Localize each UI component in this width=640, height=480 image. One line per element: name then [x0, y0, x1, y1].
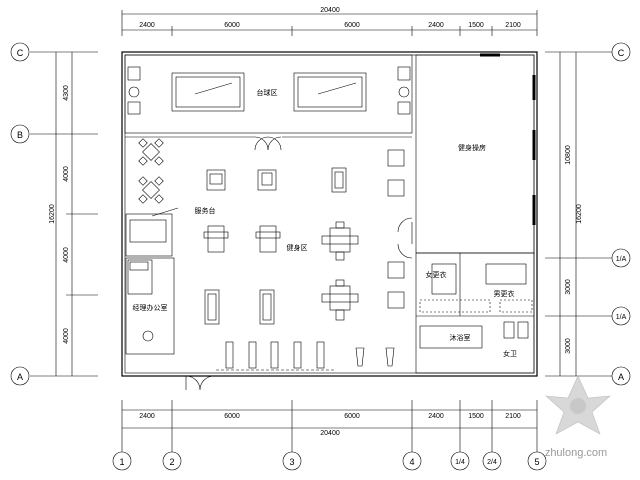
office-room [125, 257, 175, 355]
reception-label: 服务台 [195, 206, 216, 215]
watermark-text: zhulong.com [545, 447, 607, 459]
top-dim-6: 2100 [505, 22, 521, 29]
billiards-room [124, 54, 413, 138]
axis-bubble-a-right: A [618, 372, 624, 382]
axis-bubble-a-left: A [17, 372, 23, 382]
locker-block [415, 252, 535, 374]
bottom-dim-3: 6000 [344, 413, 360, 420]
zhulong-logo [545, 375, 611, 435]
axis-bubble-1-4: 1/4 [455, 459, 465, 466]
axis-bubble-c-right: C [618, 48, 625, 58]
shower-label: 沐浴室 [450, 333, 471, 342]
right-total-dim: 16200 [576, 204, 583, 224]
axis-bubble-1a-right-2: 1/A [616, 314, 627, 321]
female-wc-label: 女卫 [503, 349, 517, 358]
right-dimension-lines [545, 51, 612, 377]
axis-bubble-1: 1 [119, 457, 124, 467]
bottom-axis-bubbles [112, 451, 547, 471]
axis-bubble-c-left: C [17, 48, 24, 58]
axis-bubble-b-left: B [17, 130, 23, 140]
billiards-door-2 [267, 136, 282, 151]
top-dim-5: 1500 [468, 22, 484, 29]
bottom-dimension-lines [121, 400, 538, 452]
left-dim-2: 4000 [63, 166, 70, 182]
female-locker-label: 女更衣 [426, 270, 447, 279]
bottom-dim-4: 2400 [428, 413, 444, 420]
fitness-label: 健身区 [287, 243, 308, 252]
left-axis-bubbles [10, 42, 30, 386]
bottom-dim-2: 6000 [224, 413, 240, 420]
bottom-dim-6: 2100 [505, 413, 521, 420]
aerobics-room [415, 53, 536, 254]
axis-bubble-2: 2 [169, 457, 174, 467]
right-dim-2: 3000 [565, 279, 572, 295]
bottom-dim-1: 2400 [139, 413, 155, 420]
left-dim-4: 4000 [63, 328, 70, 344]
axis-bubble-2-4: 2/4 [487, 459, 497, 466]
billiards-label: 台球区 [257, 88, 278, 97]
fitness-area [138, 138, 405, 371]
reception-area [125, 207, 179, 257]
aerobics-label: 健身操房 [458, 143, 486, 152]
right-axis-bubbles [611, 42, 631, 386]
billiards-door [254, 136, 269, 151]
top-dim-3: 6000 [344, 22, 360, 29]
top-dim-4: 2400 [428, 22, 444, 29]
left-dim-1: 4300 [63, 85, 70, 101]
bottom-total-dim: 20400 [320, 430, 340, 437]
table-set-1 [138, 138, 164, 166]
left-total-dim: 16200 [49, 204, 56, 224]
left-dim-3: 4000 [63, 247, 70, 263]
bottom-dim-5: 1500 [468, 413, 484, 420]
top-dimension-lines [121, 10, 538, 36]
main-entrance-door [185, 375, 215, 391]
left-dimension-lines [30, 51, 98, 377]
axis-bubble-4: 4 [409, 457, 414, 467]
axis-bubble-1a-right: 1/A [616, 256, 627, 263]
axis-bubble-5: 5 [534, 457, 539, 467]
aerobics-door [397, 217, 413, 244]
male-locker-label: 男更衣 [494, 289, 515, 298]
right-dim-3: 3000 [565, 338, 572, 354]
office-label: 经理办公室 [133, 303, 168, 312]
table-set-2 [138, 176, 164, 204]
right-dim-1: 10800 [565, 145, 572, 165]
axis-bubble-3: 3 [289, 457, 294, 467]
top-total-dim: 20400 [320, 7, 340, 14]
top-dim-1: 2400 [139, 22, 155, 29]
top-dim-2: 6000 [224, 22, 240, 29]
